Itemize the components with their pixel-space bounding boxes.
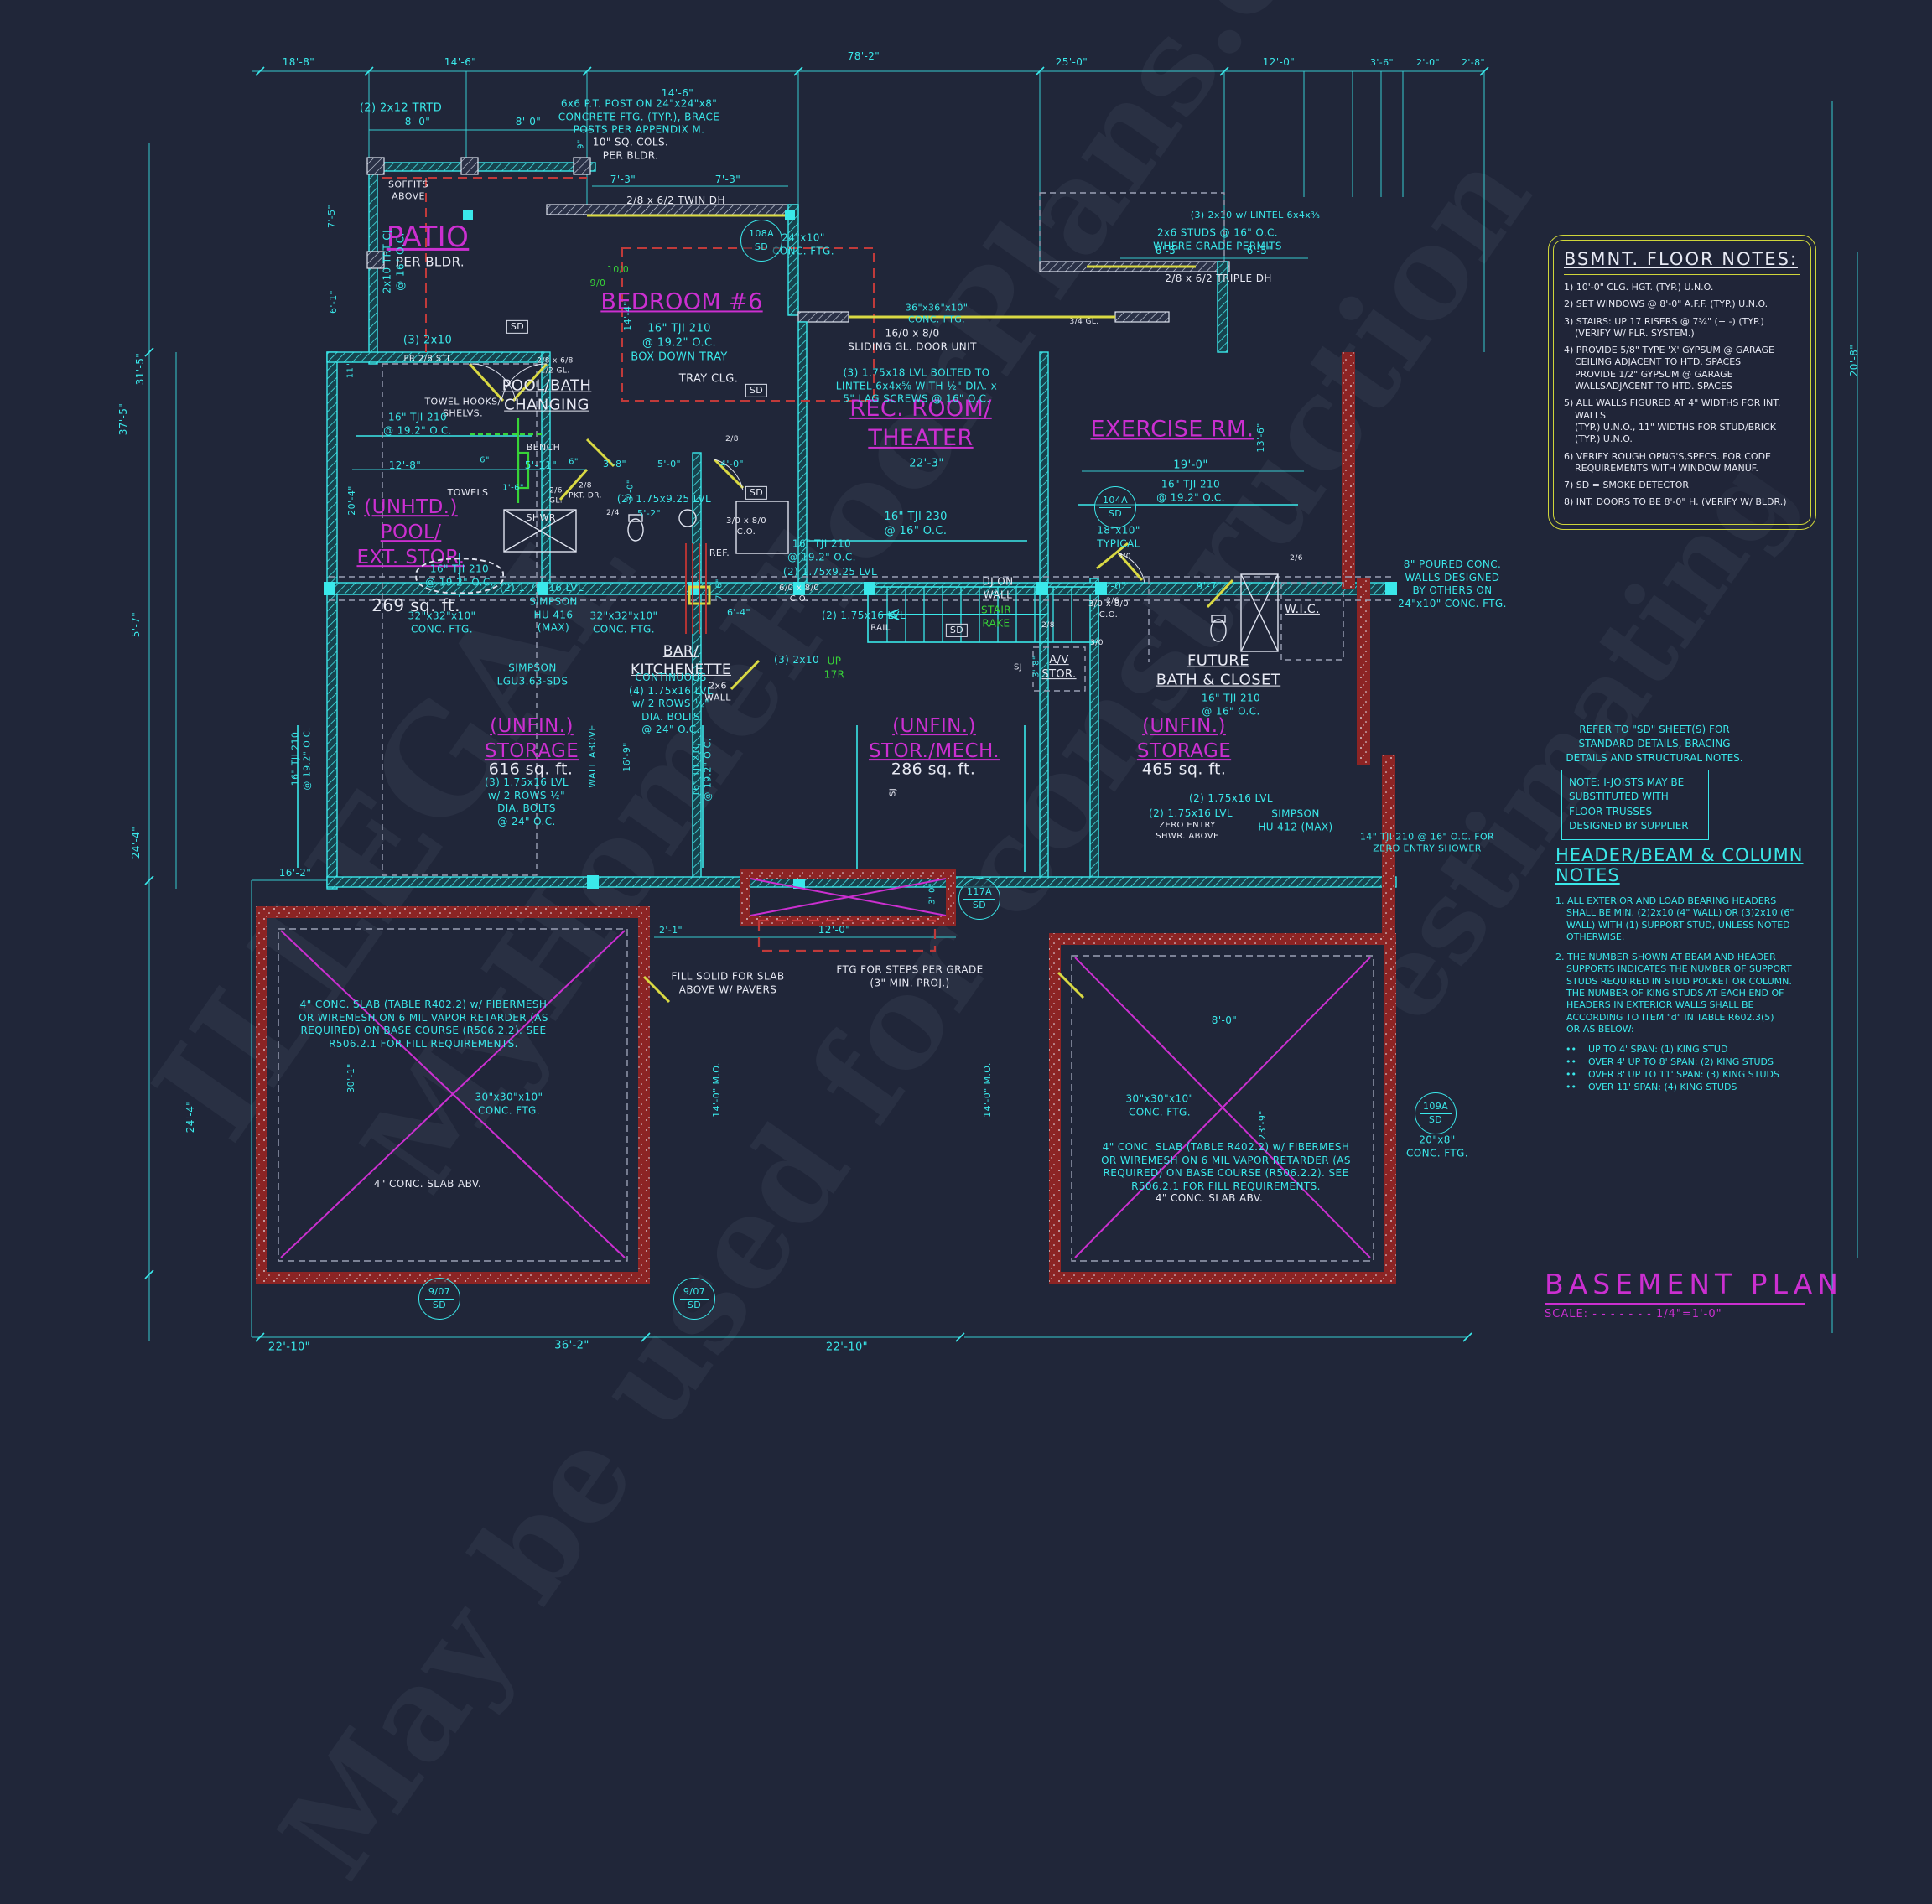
slab-x-bracing [280, 878, 1371, 1258]
floor-note-item: 6) VERIFY ROUGH OPNG'S,SPECS. FOR CODE R… [1564, 450, 1771, 474]
dimension-lines [148, 70, 1858, 1341]
scale-dashes: - - - - - - - [1592, 1308, 1652, 1320]
floor-note-item: 3) STAIRS: UP 17 RISERS @ 7¾" (+ -) (TYP… [1564, 315, 1764, 339]
stairs [867, 586, 1099, 643]
dashed-partitions [329, 192, 1392, 876]
header-notes-title: HEADER/BEAM & COLUMN NOTES [1555, 845, 1804, 885]
floor-note-item: 7) SD = SMOKE DETECTOR [1564, 480, 1690, 491]
floor-note-item: 2) SET WINDOWS @ 8'-0" A.F.F. (TYP.) U.N… [1564, 298, 1768, 310]
floor-note-item: 1) 10'-0" CLG. HGT. (TYP.) U.N.O. [1564, 282, 1714, 293]
scale-label: SCALE: [1545, 1308, 1589, 1320]
beam-posts [324, 210, 1397, 889]
windows-doors [468, 214, 1234, 1004]
title-block: BASEMENT PLAN SCALE: - - - - - - - 1/4"=… [1545, 1268, 1838, 1320]
king-stud-span-item: •• OVER 4' UP TO 8' SPAN: (2) KING STUDS [1566, 1056, 1774, 1068]
scale-value: 1/4"=1'-0" [1655, 1308, 1722, 1320]
floor-notes-title: BSMNT. FLOOR NOTES: [1564, 249, 1800, 275]
floor-note-item: 8) INT. DOORS TO BE 8'-0" H. (VERIFY W/ … [1564, 496, 1787, 508]
walls [326, 157, 1397, 890]
ref-cabinet-lines [685, 543, 707, 634]
sheet-scale: SCALE: - - - - - - - 1/4"=1'-0" [1545, 1308, 1805, 1320]
king-stud-span-item: •• OVER 11' SPAN: (4) KING STUDS [1566, 1082, 1737, 1093]
header-beam-column-notes: HEADER/BEAM & COLUMN NOTES 1. ALL EXTERI… [1555, 845, 1807, 1094]
header-note-item: 2. THE NUMBER SHOWN AT BEAM AND HEADER S… [1555, 952, 1792, 1035]
ijoist-substitution-note: NOTE: I-JOISTS MAY BE SUBSTITUTED WITH F… [1561, 770, 1709, 840]
king-stud-span-item: •• UP TO 4' SPAN: (1) KING STUD [1566, 1044, 1728, 1056]
king-stud-span-item: •• OVER 8' UP TO 11' SPAN: (3) KING STUD… [1566, 1069, 1779, 1081]
door-swing-arcs [469, 363, 1145, 584]
dimension-ticks [144, 66, 1489, 1342]
floor-note-item: 4) PROVIDE 5/8" TYPE 'X' GYPSUM @ GARAGE… [1564, 345, 1774, 392]
fixtures [503, 501, 1279, 652]
bench-linework [470, 418, 542, 503]
blueprint-linework [144, 66, 1858, 1342]
refer-sd-note: REFER TO "SD" SHEET(S) FOR STANDARD DETA… [1566, 724, 1743, 764]
floor-note-item: 5) ALL WALLS FIGURED AT 4" WIDTHS FOR IN… [1564, 397, 1781, 445]
bsmnt-floor-notes-box: BSMNT. FLOOR NOTES: 1) 10'-0" CLG. HGT. … [1548, 235, 1816, 530]
sheet-title: BASEMENT PLAN [1545, 1268, 1838, 1305]
foundation-walls [256, 352, 1396, 1284]
header-note-item: 1. ALL EXTERIOR AND LOAD BEARING HEADERS… [1555, 895, 1794, 942]
